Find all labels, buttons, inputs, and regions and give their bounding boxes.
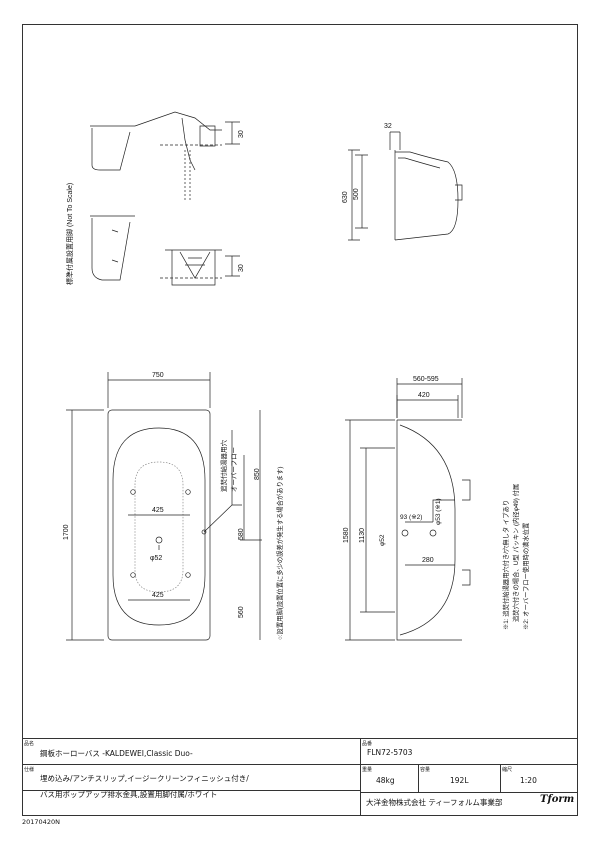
sec-d93: 93 (※2) bbox=[400, 514, 422, 521]
sec-d280: 280 bbox=[422, 557, 434, 564]
side-view-small bbox=[348, 131, 463, 241]
drawing-frame bbox=[22, 24, 578, 816]
leg-detail-top bbox=[90, 111, 240, 200]
spec-line-2: バス用ポップアップ排水金具,設置用脚付属/ホワイト bbox=[40, 790, 218, 799]
product-code: FLN72-5703 bbox=[367, 748, 413, 757]
detail-dim-top: 30 bbox=[238, 130, 245, 138]
side-dim-top: 32 bbox=[384, 123, 392, 130]
plan-legs-note: ○:設置用脚(設置位置に多少の誤差が発生する場合があります) bbox=[275, 467, 284, 640]
plan-inner-top: 425 bbox=[152, 507, 164, 514]
spec-line-1: 埋め込み/アンチスリップ,イージークリーンフィニッシュ付き/ bbox=[40, 774, 249, 783]
product-name: 鋼板ホーローバス -KALDEWEI,Classic Duo- bbox=[40, 749, 193, 758]
sec-w-inner: 420 bbox=[418, 392, 430, 399]
footnote-1: ※1: 追焚付給湯器用穴付き/穴無しタ イプあり bbox=[501, 500, 510, 630]
side-dim-inner: 500 bbox=[353, 188, 360, 200]
weight-label: 重量 bbox=[362, 767, 373, 773]
footnote-2: 追焚穴付きの場合、U型 パッキン (内径φ49) 付属 bbox=[511, 484, 520, 622]
document-date: 20170420N bbox=[22, 818, 60, 826]
sec-w-outer: 560-595 bbox=[413, 376, 439, 383]
name-label: 品名 bbox=[24, 741, 35, 747]
plan-length: 1700 bbox=[63, 524, 70, 540]
plan-view bbox=[66, 372, 262, 641]
sec-drain: φ52 bbox=[379, 534, 386, 546]
plan-note-2: オーバーフロー bbox=[230, 447, 238, 492]
capacity-label: 容量 bbox=[420, 767, 431, 773]
tform-logo: Tform bbox=[540, 794, 575, 805]
plan-inner-bottom: 425 bbox=[152, 592, 164, 599]
sec-d53: φ53 (※1) bbox=[435, 498, 442, 525]
sec-h-outer: 1580 bbox=[343, 527, 350, 543]
plan-d850: 850 bbox=[254, 468, 261, 480]
detail-title: 標準付属設置用脚 (Not To Scale) bbox=[65, 183, 74, 285]
weight-value: 48kg bbox=[376, 776, 395, 785]
scale-label: 縮尺 bbox=[502, 767, 513, 773]
plan-note-1: 追焚付給湯器用穴 bbox=[219, 440, 228, 493]
leg-detail-bottom bbox=[90, 215, 240, 286]
plan-drain: φ52 bbox=[150, 555, 162, 562]
plan-width: 750 bbox=[152, 372, 164, 379]
capacity-value: 192L bbox=[450, 776, 469, 785]
spec-label: 仕様 bbox=[24, 767, 35, 773]
sec-h-inner: 1130 bbox=[359, 528, 366, 543]
detail-dim-bottom: 30 bbox=[238, 264, 245, 272]
section-view bbox=[345, 378, 471, 641]
plan-d560: 560 bbox=[238, 606, 245, 618]
side-dim-outer: 630 bbox=[342, 191, 349, 203]
plan-d580: 580 bbox=[238, 528, 245, 540]
footnote-3: ※2: オーバーフロー使用時の満水位置 bbox=[521, 523, 530, 630]
scale-value: 1:20 bbox=[520, 776, 537, 785]
company-name: 大洋金物株式会社 ティーフォルム事業部 bbox=[366, 798, 503, 807]
code-label: 品番 bbox=[362, 741, 373, 747]
